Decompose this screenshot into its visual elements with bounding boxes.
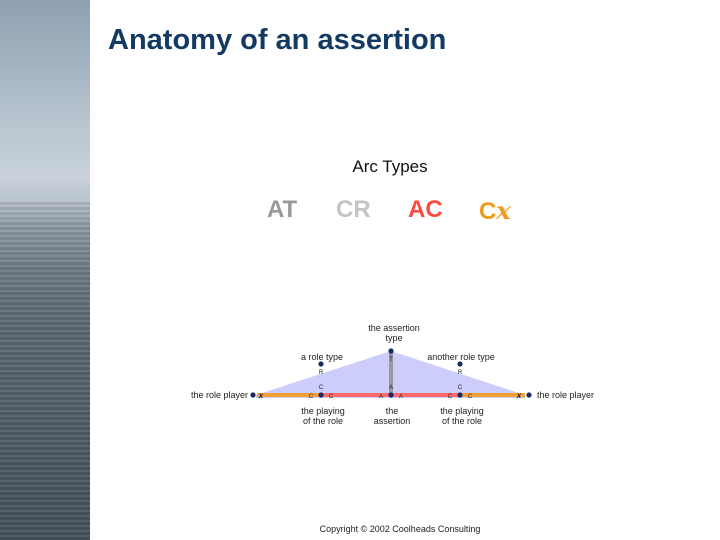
assertion-type-label-2: type [385,333,402,343]
assertion-label-2: assertion [374,416,411,426]
copyright-footer: Copyright © 2002 Coolheads Consulting [319,524,481,534]
playing-label-left-1: the playing [301,406,345,416]
role-player-label-left: the role player [191,390,248,400]
assertion-type-node [388,348,394,354]
x-letter-right: x [516,391,522,400]
x-letter-left: x [258,391,264,400]
arc-type-cx: Cx [479,196,511,226]
assertion-label-1: the [386,406,399,416]
assertion-node [388,392,394,398]
casting-node-left [318,392,324,398]
role-player-label-right: the role player [537,390,594,400]
c-letter-bar-1: C [309,394,314,400]
cx-arc-right [460,393,525,397]
c-letter-bar-4: C [468,394,473,400]
arc-type-at: AT [267,196,298,223]
arc-types-heading: Arc Types [352,157,428,176]
role-player-node-right [526,392,532,398]
slide-title: Anatomy of an assertion [108,24,447,56]
c-letter-top-right: C [458,385,463,391]
left-role-triangle [256,351,391,398]
role-type-node-right [457,361,463,367]
c-letter-top-left: C [319,385,324,391]
cx-arc-left [257,393,321,397]
role-player-node-left [250,392,256,398]
ocean-waves-texture [0,200,90,540]
playing-label-left-2: of the role [303,416,343,426]
casting-node-right [457,392,463,398]
t-letter: T [389,357,393,363]
c-letter-bar-2: C [329,394,334,400]
assertion-type-label-1: the assertion [368,323,420,333]
arc-type-cx-letter: C [479,198,497,225]
ocean-photo-sidebar [0,0,90,540]
a-letter-top: A [389,385,393,391]
a-letter-bar-2: A [399,394,403,400]
role-type-node-left [318,361,324,367]
right-role-triangle [391,351,525,398]
role-type-label-right: another role type [427,352,495,362]
role-type-label-left: a role type [301,352,343,362]
playing-label-right-1: the playing [440,406,484,416]
c-letter-bar-3: C [448,394,453,400]
a-letter-bar-1: A [379,394,383,400]
r-letter-right: R [458,370,463,376]
arc-type-cx-italic: x [496,196,511,225]
arc-type-cr: CR [336,196,371,223]
playing-label-right-2: of the role [442,416,482,426]
arc-type-ac: AC [408,196,443,223]
r-letter-left: R [319,370,324,376]
